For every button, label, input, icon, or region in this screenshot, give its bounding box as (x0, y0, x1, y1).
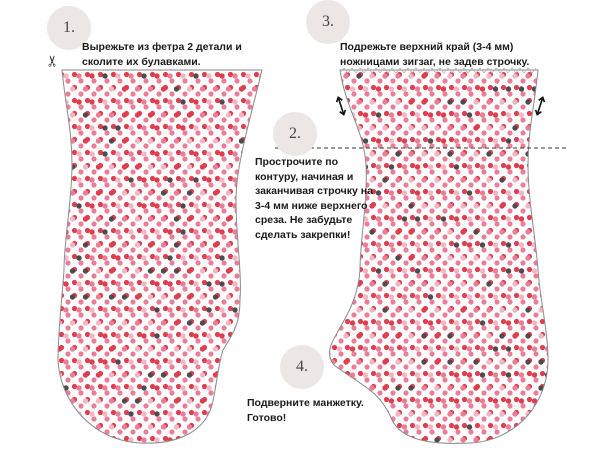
right-mitten-outline (329, 69, 549, 444)
double-arrow-icon (534, 96, 546, 116)
fabric-dots (58, 73, 262, 443)
double-arrow-icon (335, 96, 347, 116)
step-2-text: Прострочите по контуру, начиная и заканч… (255, 156, 373, 241)
left-mitten-outline (57, 69, 263, 444)
step-3-text: Подрежьте верхний край (3-4 мм) ножницам… (340, 41, 530, 68)
left-mitten (57, 69, 263, 444)
step-4-text: Подверните манжетку. Готово! (247, 397, 364, 424)
zigzag-top-edge (339, 67, 537, 74)
step-1-text: Вырежьте из фетра 2 детали и сколите их … (82, 41, 242, 68)
scissors-icon: ✂ (44, 54, 62, 68)
step-3-number: 3. (306, 0, 350, 44)
step-4-number: 4. (280, 345, 324, 389)
step-1-number: 1. (47, 6, 91, 50)
step-2-number: 2. (273, 112, 317, 156)
